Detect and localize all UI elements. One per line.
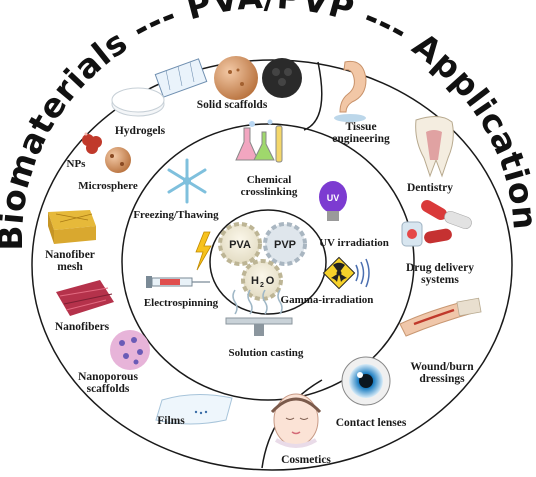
nanoporous-scaffold-icon: [110, 330, 150, 370]
nanofiber-mesh-icon: [48, 210, 96, 244]
label-tissue-1: Tissue: [345, 121, 376, 133]
syringe-icon: [146, 276, 210, 288]
nps-icon: [82, 132, 102, 154]
snowflake-icon: [167, 158, 207, 204]
label-uv: UV irradiation: [319, 237, 389, 249]
ear-icon: [334, 60, 367, 122]
hydrogel-icon: [111, 87, 165, 117]
gear-pva: PVA: [218, 222, 262, 266]
tooth-icon: [415, 116, 454, 178]
label-nanoporous-1: Nanoporous: [78, 371, 138, 383]
gear-pvp: PVP: [263, 222, 307, 266]
inner-ring: [209, 209, 327, 315]
label-tissue-2: engineering: [332, 133, 390, 145]
flasks-icon: [235, 119, 283, 163]
lightning-icon: [195, 231, 212, 271]
label-cosmetics: Cosmetics: [281, 454, 331, 466]
label-hydrogels: Hydrogels: [115, 125, 166, 137]
label-chemical-2: crosslinking: [241, 186, 298, 198]
label-microsphere: Microsphere: [78, 180, 138, 192]
film-icon: [155, 393, 233, 425]
middle-ring: [121, 123, 415, 401]
label-wound-2: dressings: [419, 373, 465, 385]
casting-icon: [225, 289, 293, 336]
nanofibers-icon: [56, 280, 114, 316]
label-nanofiber-mesh-2: mesh: [57, 261, 83, 273]
label-drug-1: Drug delivery: [406, 262, 474, 274]
label-electrospinning: Electrospinning: [144, 297, 219, 309]
label-nanoporous-2: scaffolds: [87, 383, 130, 395]
gear-h2o-sub: 2: [260, 282, 264, 289]
outer-ring: [31, 59, 513, 471]
gear-pvp-label: PVP: [274, 239, 296, 251]
solid-scaffold-icon: [214, 56, 302, 100]
label-chemical-1: Chemical: [247, 174, 292, 186]
section-divider: [303, 61, 323, 131]
gear-h2o-h: H: [251, 275, 259, 287]
face-icon: [270, 393, 322, 448]
label-gamma: Gamma-irradiation: [281, 294, 374, 306]
label-films: Films: [157, 415, 185, 427]
label-dentistry: Dentistry: [407, 182, 453, 194]
gear-pva-label: PVA: [229, 239, 251, 251]
label-freezing: Freezing/Thawing: [133, 209, 219, 221]
uv-bulb-text: UV: [327, 193, 340, 203]
gear-h2o-o: O: [266, 275, 275, 287]
label-contact-lenses: Contact lenses: [336, 417, 407, 429]
wound-dressing-icon: [399, 297, 482, 337]
scaffold-grid-icon: [154, 58, 208, 98]
radiation-icon: [322, 256, 370, 290]
eye-icon: [341, 356, 391, 406]
label-solution-casting: Solution casting: [229, 347, 304, 359]
label-nanofibers: Nanofibers: [55, 321, 110, 333]
label-nanofiber-mesh-1: Nanofiber: [45, 249, 95, 261]
label-nps: NPs: [67, 158, 87, 170]
capsules-icon: [401, 200, 472, 247]
uv-bulb-icon: UV: [319, 181, 347, 221]
label-solid-scaffolds: Solid scaffolds: [197, 99, 268, 111]
microsphere-icon: [105, 147, 131, 173]
label-drug-2: systems: [421, 274, 459, 286]
gear-h2o: H 2 O: [241, 259, 283, 301]
label-wound-1: Wound/burn: [410, 361, 474, 373]
